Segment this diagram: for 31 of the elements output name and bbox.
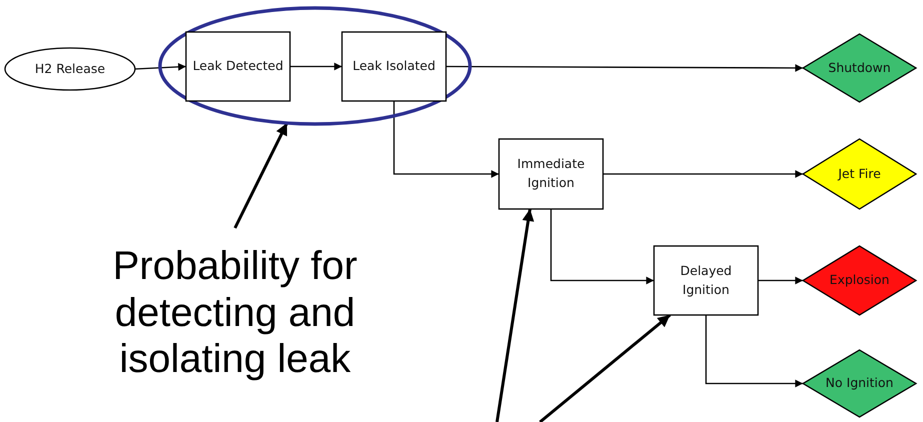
arrow (446, 64, 803, 72)
arrow (290, 62, 342, 70)
node-label: Leak Isolated (352, 57, 436, 76)
arrow (134, 62, 186, 71)
arrow (603, 170, 803, 178)
process-box (186, 32, 290, 101)
arrow (550, 209, 654, 284)
node-label: Jet Fire (838, 164, 881, 183)
node-label: Explosion (830, 271, 890, 290)
arrow (393, 101, 499, 178)
outcome-diamond (803, 350, 916, 417)
arrow (758, 276, 803, 284)
process-box (342, 32, 446, 101)
pointer-arrow (539, 314, 671, 422)
node-label: Leak Detected (192, 57, 284, 76)
node-label: Delayed Ignition (679, 262, 733, 299)
outcome-diamond (803, 34, 916, 102)
process-box (499, 139, 603, 209)
highlight-ellipse (160, 8, 470, 124)
start-ellipse (5, 48, 135, 90)
arrow (234, 122, 288, 229)
outcome-diamond (803, 139, 916, 209)
node-label: Immediate Ignition (516, 155, 586, 192)
pointer-arrow (496, 208, 534, 422)
node-label: H2 Release (34, 60, 106, 78)
node-label: Shutdown (828, 58, 891, 77)
arrow (705, 315, 803, 388)
annotation-text: Probability for detecting and isolating leak (112, 242, 358, 384)
node-label: No Ignition (826, 374, 894, 392)
process-box (654, 246, 758, 315)
outcome-diamond (803, 246, 916, 315)
